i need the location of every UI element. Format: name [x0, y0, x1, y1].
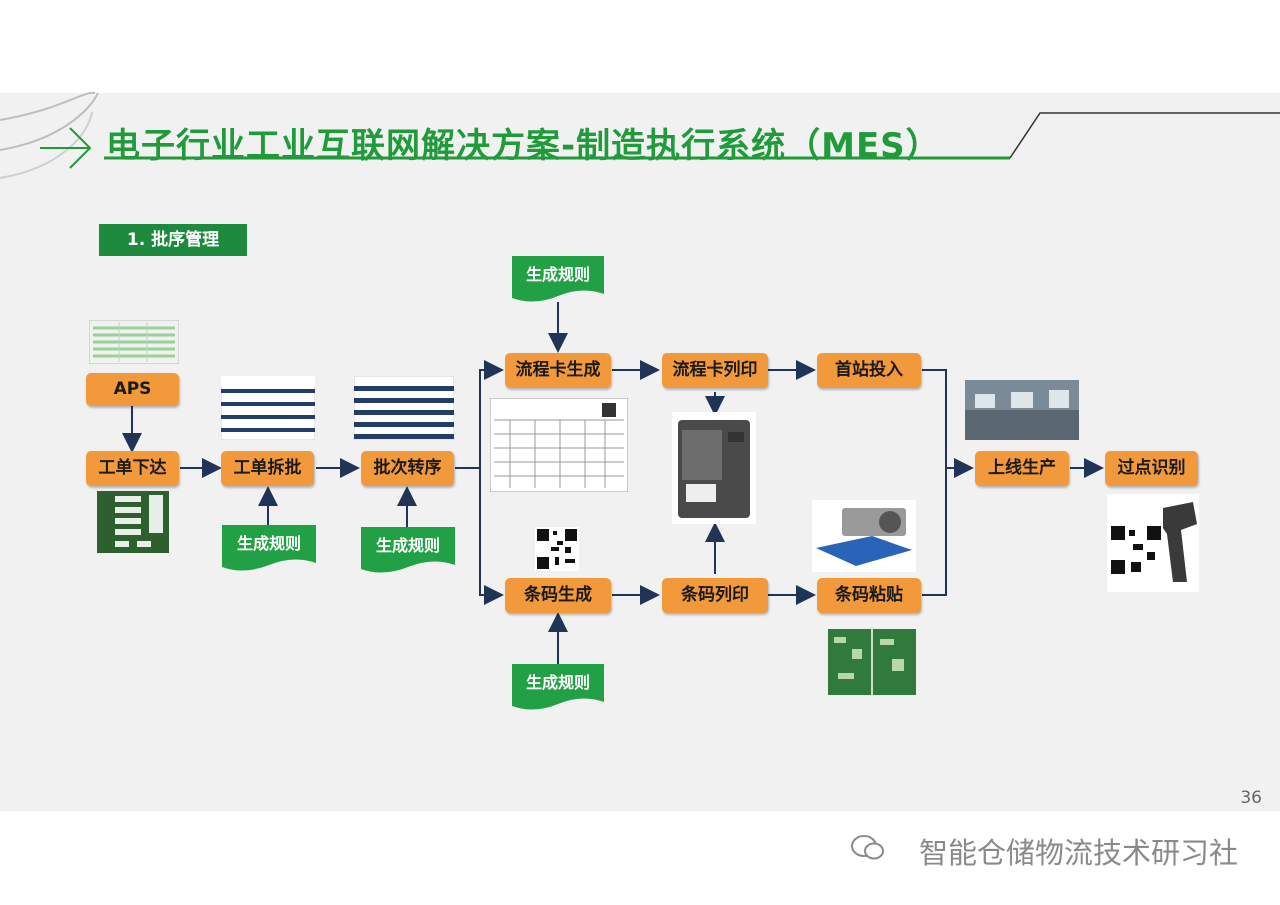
node-flow-card-print: 流程卡列印: [662, 353, 768, 388]
rule-note-label: 生成规则: [375, 536, 440, 555]
node-work-order-split: 工单拆批: [221, 451, 314, 486]
page-number: 36: [1240, 788, 1262, 808]
node-online-production: 上线生产: [975, 451, 1069, 486]
rule-note-label: 生成规则: [525, 673, 590, 692]
watermark: 智能仓储物流技术研习社: [918, 836, 1238, 870]
transfer-table-image: [354, 376, 454, 440]
pcb-board-image: [828, 629, 916, 695]
node-flow-card-gen: 流程卡生成: [505, 353, 611, 388]
split-table-image: [221, 376, 315, 440]
node-aps: APS: [86, 373, 179, 406]
production-line-image: [965, 380, 1079, 440]
rule-note-flow-card: 生成规则: [512, 256, 604, 302]
node-work-order-issue: 工单下达: [86, 451, 179, 486]
node-barcode-paste: 条码粘贴: [817, 578, 921, 613]
work-order-form-image: [97, 491, 169, 553]
node-batch-transfer: 批次转序: [361, 451, 454, 486]
node-barcode-gen: 条码生成: [505, 578, 611, 613]
node-checkpoint-id: 过点识别: [1105, 451, 1198, 486]
wechat-icon: [851, 835, 884, 860]
qr-code-image: [535, 527, 579, 571]
rule-note-barcode: 生成规则: [512, 664, 604, 710]
section-tag: 1. 批序管理: [99, 224, 247, 256]
node-barcode-print: 条码列印: [662, 578, 768, 613]
rule-note-transfer: 生成规则: [361, 527, 455, 573]
labeling-machine-image: [812, 500, 916, 572]
scanner-qr-image: [1107, 494, 1199, 592]
aps-spreadsheet-image: [89, 320, 179, 364]
rule-note-label: 生成规则: [236, 534, 301, 553]
flow-card-document-image: [490, 398, 628, 492]
page-title: 电子行业工业互联网解决方案-制造执行系统（MES）: [106, 126, 941, 166]
rule-note-label: 生成规则: [525, 265, 590, 284]
label-printer-image: [672, 412, 756, 524]
rule-note-split: 生成规则: [222, 525, 316, 571]
node-first-station: 首站投入: [817, 353, 921, 388]
